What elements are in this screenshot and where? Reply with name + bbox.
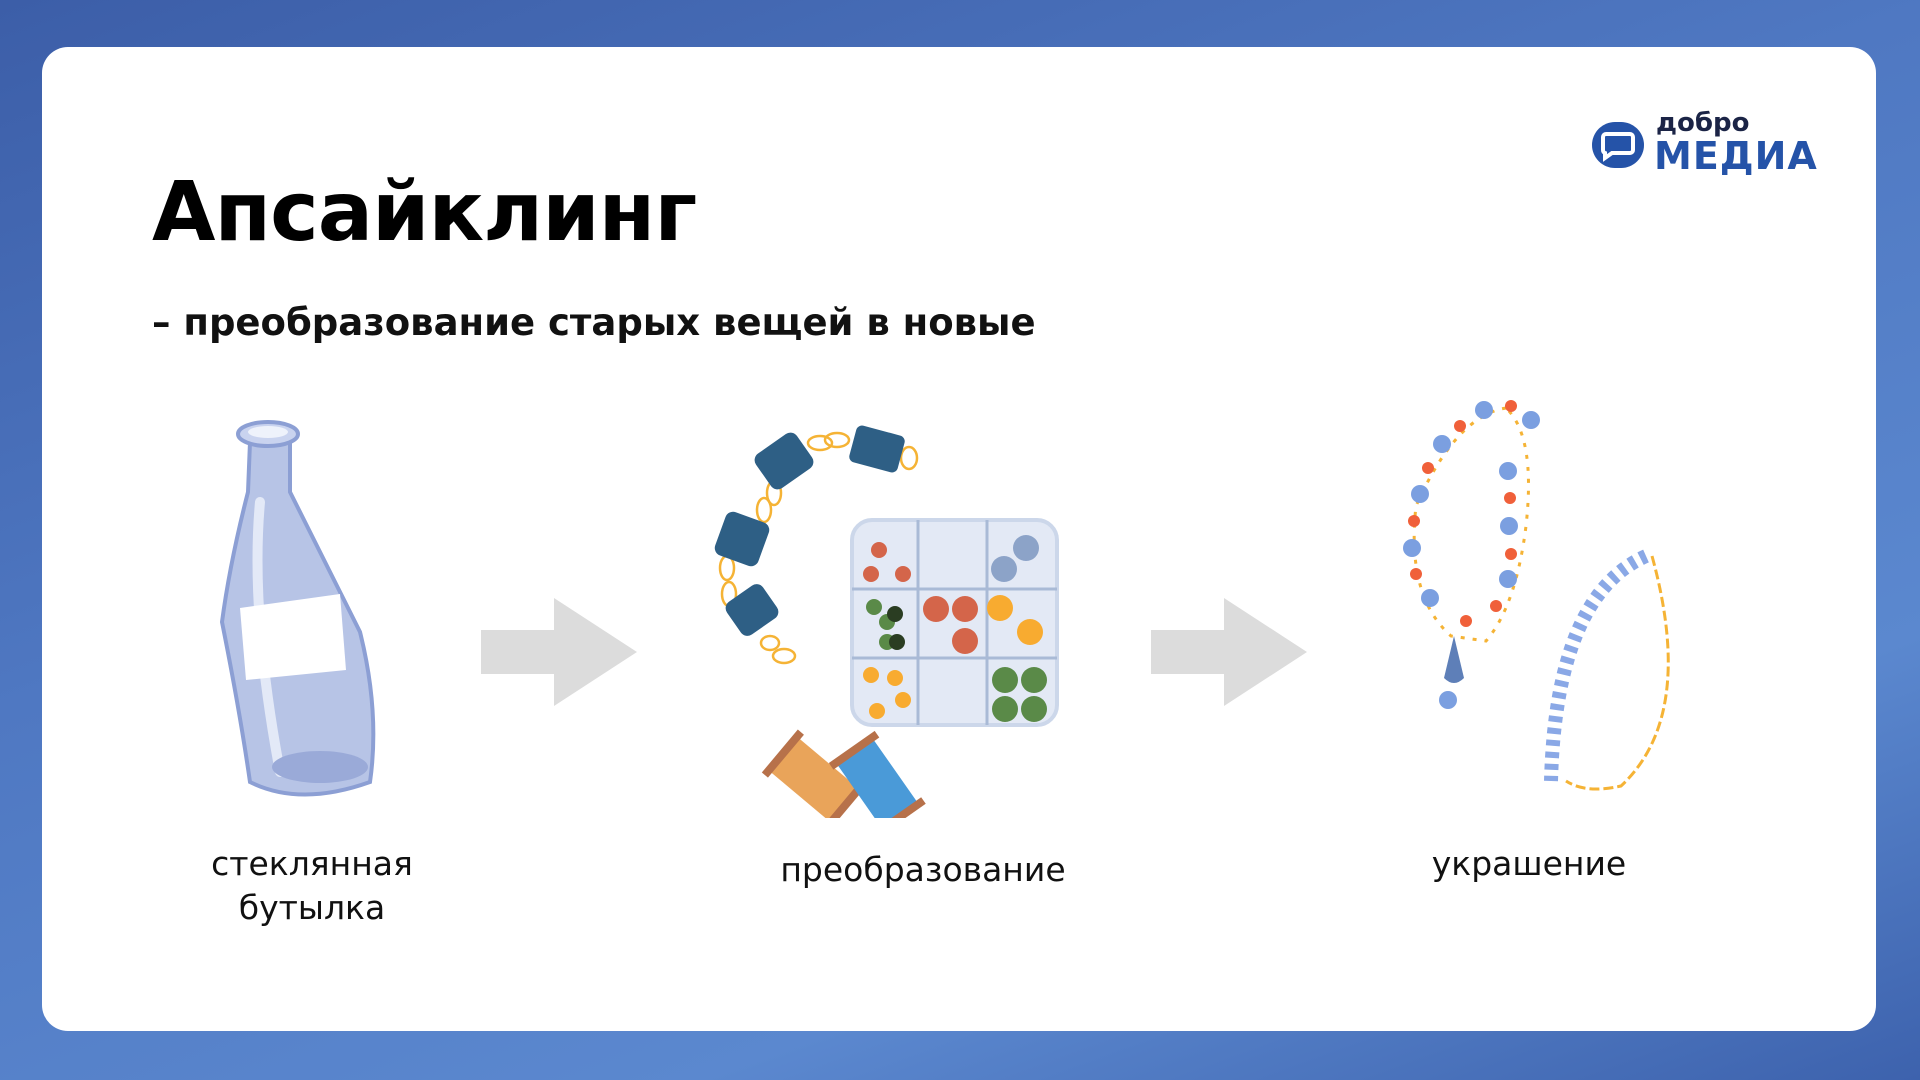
dobro-media-logo: добро МЕДИА xyxy=(1590,108,1817,178)
arrow-right-icon xyxy=(481,598,637,706)
arrow-right-icon xyxy=(1151,598,1307,706)
glass-bottle-icon xyxy=(219,420,376,797)
chat-bubble-icon xyxy=(1592,122,1644,168)
step-label-line: стеклянная xyxy=(211,844,413,883)
logo-text-bottom: МЕДИА xyxy=(1654,134,1818,178)
beads-and-threads-icon xyxy=(714,425,1059,818)
step-label-bottle: стеклянная бутылка xyxy=(172,842,452,930)
logo-text-top: добро xyxy=(1656,108,1750,138)
page-title: Апсайклинг xyxy=(152,165,697,260)
subtitle: – преобразование старых вещей в новые xyxy=(152,301,1036,344)
step-label-transformation: преобразование xyxy=(780,850,1066,889)
step-label-jewelry: украшение xyxy=(1431,844,1627,883)
necklaces-icon xyxy=(1403,400,1670,791)
step-label-line: бутылка xyxy=(238,888,386,927)
